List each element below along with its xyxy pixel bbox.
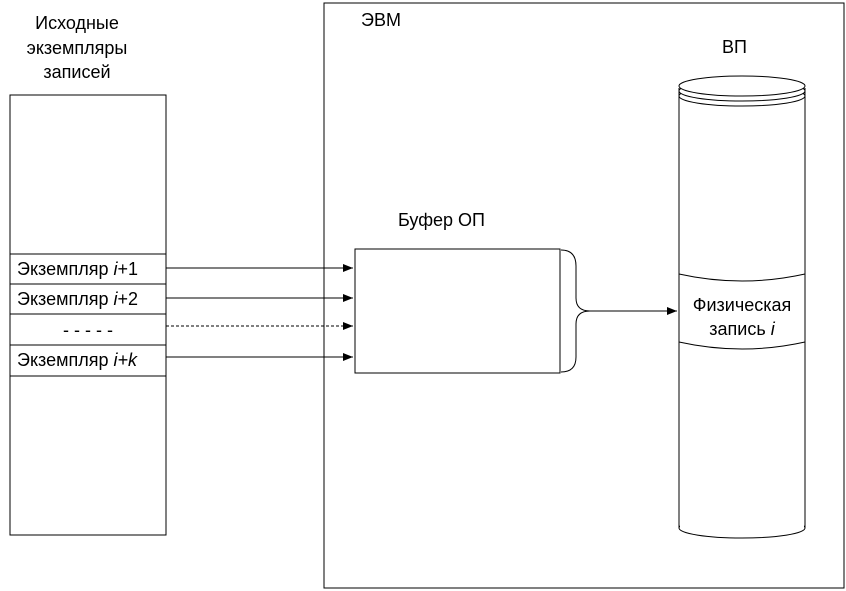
physical-record-bottom-edge bbox=[678, 341, 806, 350]
buffer-label: Буфер ОП bbox=[398, 210, 485, 230]
physical-record-line-1: Физическая bbox=[693, 295, 791, 315]
record-ellipsis: - - - - - bbox=[63, 320, 113, 340]
source-title-line-1: Исходные bbox=[35, 13, 119, 33]
record-i-plus-2: Экземпляр i+2 bbox=[17, 289, 138, 309]
storage-label: ВП bbox=[722, 37, 747, 57]
physical-record-line-2: запись i bbox=[709, 319, 775, 339]
computer-label: ЭВМ bbox=[361, 10, 401, 30]
source-title-line-2: экземпляры bbox=[27, 38, 128, 58]
record-i-plus-1: Экземпляр i+1 bbox=[17, 259, 138, 279]
source-title-line-3: записей bbox=[43, 62, 110, 82]
record-i-plus-k: Экземпляр i+k bbox=[17, 350, 138, 370]
storage-cylinder bbox=[678, 75, 806, 539]
physical-record-top-edge bbox=[678, 273, 806, 282]
buffer-brace bbox=[560, 249, 591, 373]
source-records-column bbox=[9, 94, 167, 536]
computer-boundary bbox=[323, 2, 845, 589]
buffer-box bbox=[354, 248, 561, 374]
